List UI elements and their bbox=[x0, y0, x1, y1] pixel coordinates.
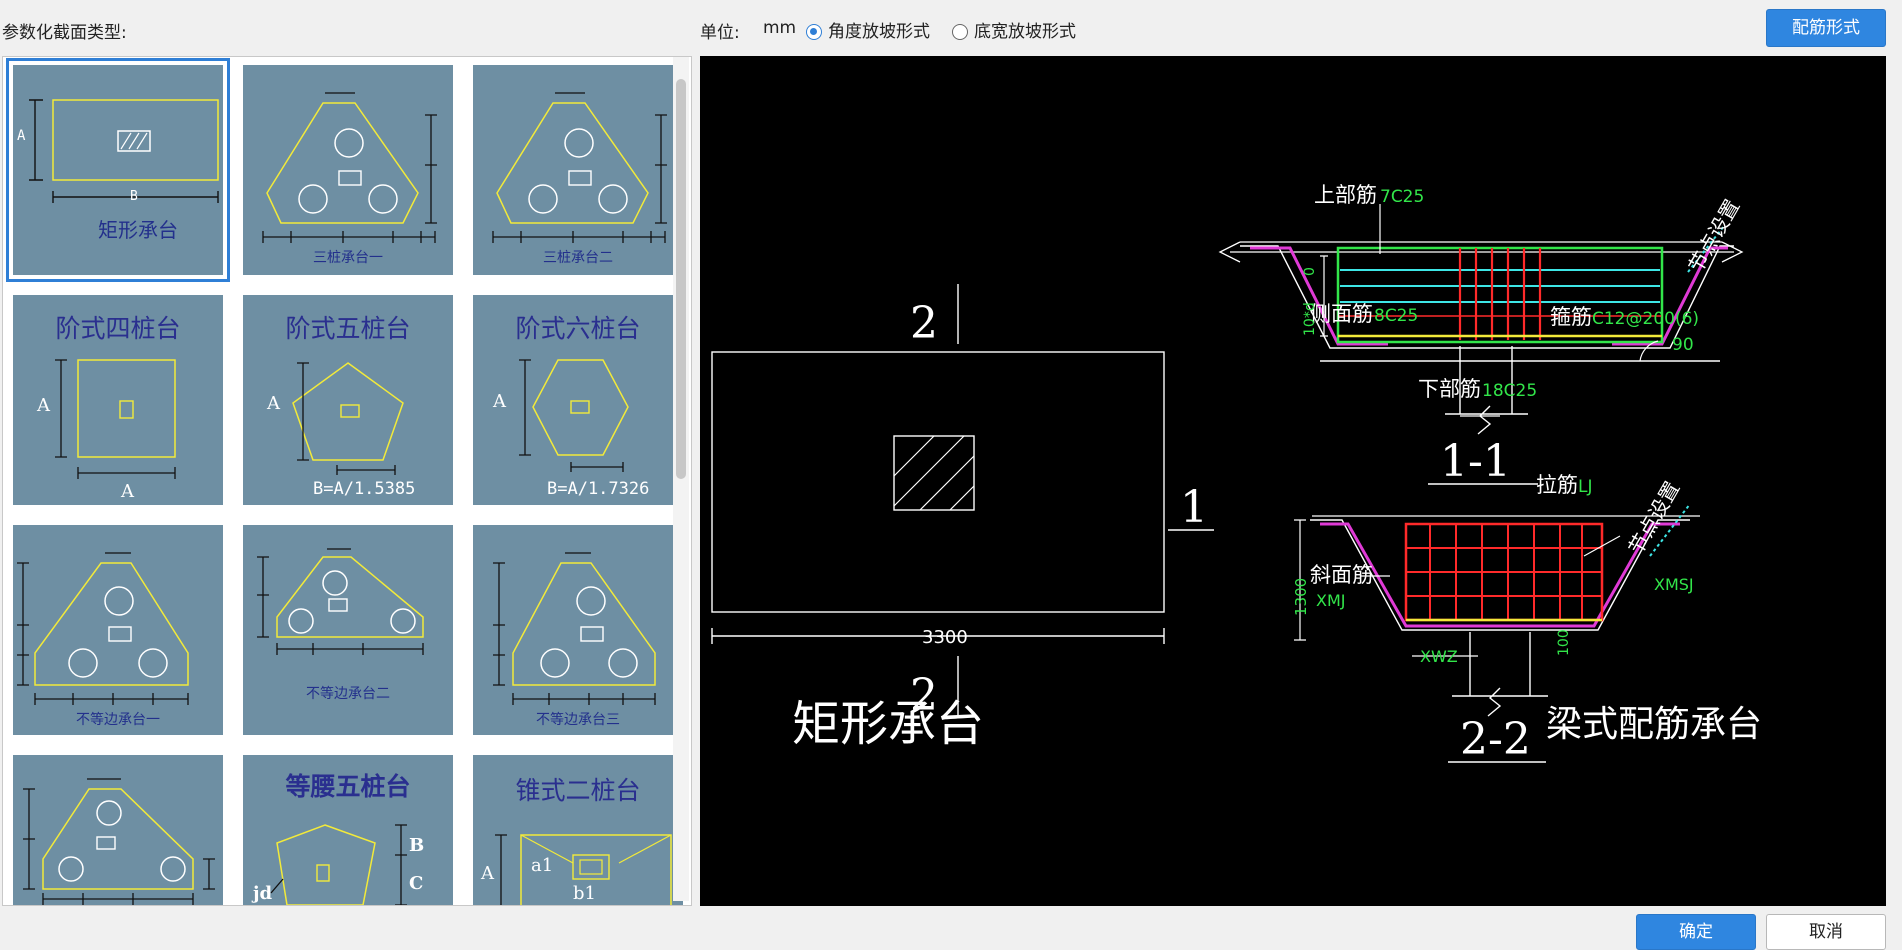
unit-label: 单位: bbox=[700, 23, 740, 43]
section-2-title: 2-2 bbox=[1460, 714, 1531, 765]
unit-value: mm bbox=[763, 18, 797, 38]
tile-unequal-cap-1[interactable]: 不等边承台一 bbox=[13, 525, 223, 735]
tile-unequal-cap-2[interactable]: 不等边承台二 bbox=[243, 525, 453, 735]
ok-button[interactable]: 确定 bbox=[1636, 914, 1756, 950]
preview-canvas: 2 2 1 3300 矩形承台 上部筋 7C25 节点设置 侧面筋 8C25 bbox=[700, 56, 1886, 906]
node-setting-label: 节点设置 bbox=[1624, 477, 1685, 558]
radio-angle-slope[interactable]: 角度放坡形式 bbox=[806, 17, 930, 42]
dim-a-label: A bbox=[267, 393, 280, 414]
node-setting-label: 节点设置 bbox=[1684, 195, 1745, 276]
xwz-label: XWZ bbox=[1420, 647, 1458, 666]
rebar-form-button[interactable]: 配筋形式 bbox=[1766, 9, 1886, 47]
slope-bar-label: 斜面筋 bbox=[1310, 563, 1373, 587]
tile-title: 阶式五桩台 bbox=[285, 314, 411, 343]
cancel-button[interactable]: 取消 bbox=[1766, 914, 1886, 950]
unequal-cap-diagram bbox=[17, 552, 189, 705]
plan-side-mark: 1 bbox=[1180, 482, 1208, 533]
tile-isosceles-five-pile[interactable]: 等腰五桩台 B C jd bbox=[243, 755, 453, 905]
plan-bottom-mark: 2 bbox=[910, 670, 938, 721]
section-1-1: 上部筋 7C25 节点设置 侧面筋 8C25 箍筋 C12@200(6) 下部筋… bbox=[1218, 183, 1745, 487]
tile-rect-cap[interactable]: A B 矩形承台 bbox=[6, 58, 230, 282]
tile-unequal-cap-3[interactable]: 不等边承台三 bbox=[473, 525, 683, 735]
stirrup-value: C12@200(6) bbox=[1592, 309, 1699, 329]
formula-note: B=A/1.7326 bbox=[547, 479, 650, 499]
dim-b1-label: b1 bbox=[573, 883, 596, 904]
slope-bar-value-right: XMSJ bbox=[1654, 575, 1694, 594]
section-1-title: 1-1 bbox=[1440, 436, 1511, 487]
preview-drawing: 2 2 1 3300 矩形承台 上部筋 7C25 节点设置 侧面筋 8C25 bbox=[711, 183, 1762, 765]
bottom-bar-value: 18C25 bbox=[1482, 381, 1537, 401]
dim-a-label: A bbox=[481, 863, 494, 884]
section-gallery: A B 矩形承台 三桩承台一 三桩承台二 阶式四桩台 bbox=[2, 56, 692, 906]
radio-unchecked-icon[interactable] bbox=[952, 24, 968, 40]
three-pile-diagram bbox=[492, 92, 667, 243]
tile-title: 锥式二桩台 bbox=[515, 776, 641, 805]
gallery-scrollbar[interactable] bbox=[673, 57, 689, 901]
dim-a-label: A bbox=[17, 128, 26, 144]
stirrup-label: 箍筋 bbox=[1550, 305, 1592, 329]
tile-three-pile-1[interactable]: 三桩承台一 bbox=[243, 65, 453, 275]
section-type-label: 参数化截面类型: bbox=[2, 23, 127, 43]
side-bar-value: 8C25 bbox=[1374, 306, 1418, 326]
unequal-cap-diagram bbox=[493, 552, 656, 705]
beam-cap-caption: 梁式配筋承台 bbox=[1546, 704, 1762, 745]
dim-jd-label: jd bbox=[253, 883, 273, 904]
plan-view: 2 2 1 3300 矩形承台 bbox=[711, 284, 1214, 752]
tile-cone-two-pile[interactable]: 锥式二桩台 A a1 b1 bbox=[473, 755, 683, 905]
section-2-2: 拉筋 LJ 节点设置 斜面筋 XMJ XMSJ 1300 100 XWZ 2-2… bbox=[1292, 473, 1762, 765]
formula-note: B=A/1.5385 bbox=[313, 479, 416, 499]
isosceles-five-diagram bbox=[270, 824, 407, 905]
dim-a1-label: a1 bbox=[531, 855, 554, 876]
tile-caption: 不等边承台三 bbox=[536, 712, 620, 728]
tile-title: 阶式六桩台 bbox=[515, 314, 641, 343]
side-bar-label: 侧面筋 bbox=[1310, 302, 1373, 326]
dim-b-label: B bbox=[130, 189, 138, 204]
radio-width-label: 底宽放坡形式 bbox=[974, 22, 1076, 42]
tie-label: 拉筋 bbox=[1536, 473, 1578, 497]
cone-two-diagram bbox=[495, 834, 672, 905]
dim-zero-label: 0 bbox=[1302, 267, 1318, 276]
plan-name: 矩形承台 bbox=[792, 696, 984, 752]
radio-width-slope[interactable]: 底宽放坡形式 bbox=[952, 17, 1076, 42]
dim-a-label: A bbox=[37, 395, 50, 416]
tile-step-four-pile[interactable]: 阶式四桩台 A A bbox=[13, 295, 223, 505]
top-bar-value: 7C25 bbox=[1380, 187, 1424, 207]
unequal-cap-diagram bbox=[257, 548, 424, 655]
tile-caption: 矩形承台 bbox=[98, 218, 178, 242]
dim-b-label: A bbox=[121, 481, 134, 502]
tile-caption: 三桩承台一 bbox=[313, 250, 383, 266]
dim-a-label: A bbox=[493, 391, 506, 412]
rect-cap-diagram bbox=[29, 99, 219, 203]
dim-b-label: B bbox=[409, 835, 425, 856]
tile-title: 阶式四桩台 bbox=[55, 314, 181, 343]
step-six-diagram bbox=[519, 359, 629, 472]
plan-top-mark: 2 bbox=[910, 298, 938, 349]
tie-value: LJ bbox=[1578, 477, 1593, 497]
tile-unequal-cap-4[interactable] bbox=[13, 755, 223, 905]
tile-step-five-pile[interactable]: 阶式五桩台 A B=A/1.5385 bbox=[243, 295, 453, 505]
scrollbar-thumb[interactable] bbox=[676, 79, 686, 479]
tile-caption: 不等边承台二 bbox=[306, 686, 390, 702]
top-bar-label: 上部筋 bbox=[1314, 183, 1377, 207]
angle-label: 90 bbox=[1672, 335, 1694, 355]
step-four-diagram bbox=[55, 359, 176, 479]
tile-step-six-pile[interactable]: 阶式六桩台 A B=A/1.7326 bbox=[473, 295, 683, 505]
radio-checked-icon[interactable] bbox=[806, 24, 822, 40]
step-five-diagram bbox=[292, 362, 404, 475]
three-pile-diagram bbox=[262, 92, 437, 243]
tile-three-pile-2[interactable]: 三桩承台二 bbox=[473, 65, 683, 275]
tile-caption: 三桩承台二 bbox=[543, 250, 613, 266]
slope-bar-value-left: XMJ bbox=[1316, 591, 1345, 610]
tile-title: 等腰五桩台 bbox=[285, 772, 411, 801]
dim-c-label: C bbox=[409, 873, 424, 894]
unequal-cap-diagram bbox=[23, 778, 215, 905]
tile-caption: 不等边承台一 bbox=[76, 712, 160, 728]
plan-width-dim: 3300 bbox=[922, 627, 968, 648]
dim-10d-label: 10*d bbox=[1302, 302, 1318, 336]
bottom-bar-label: 下部筋 bbox=[1418, 377, 1481, 401]
radio-angle-label: 角度放坡形式 bbox=[828, 22, 930, 42]
dim-100-label: 100 bbox=[1556, 629, 1572, 656]
height-dim-label: 1300 bbox=[1292, 578, 1310, 616]
